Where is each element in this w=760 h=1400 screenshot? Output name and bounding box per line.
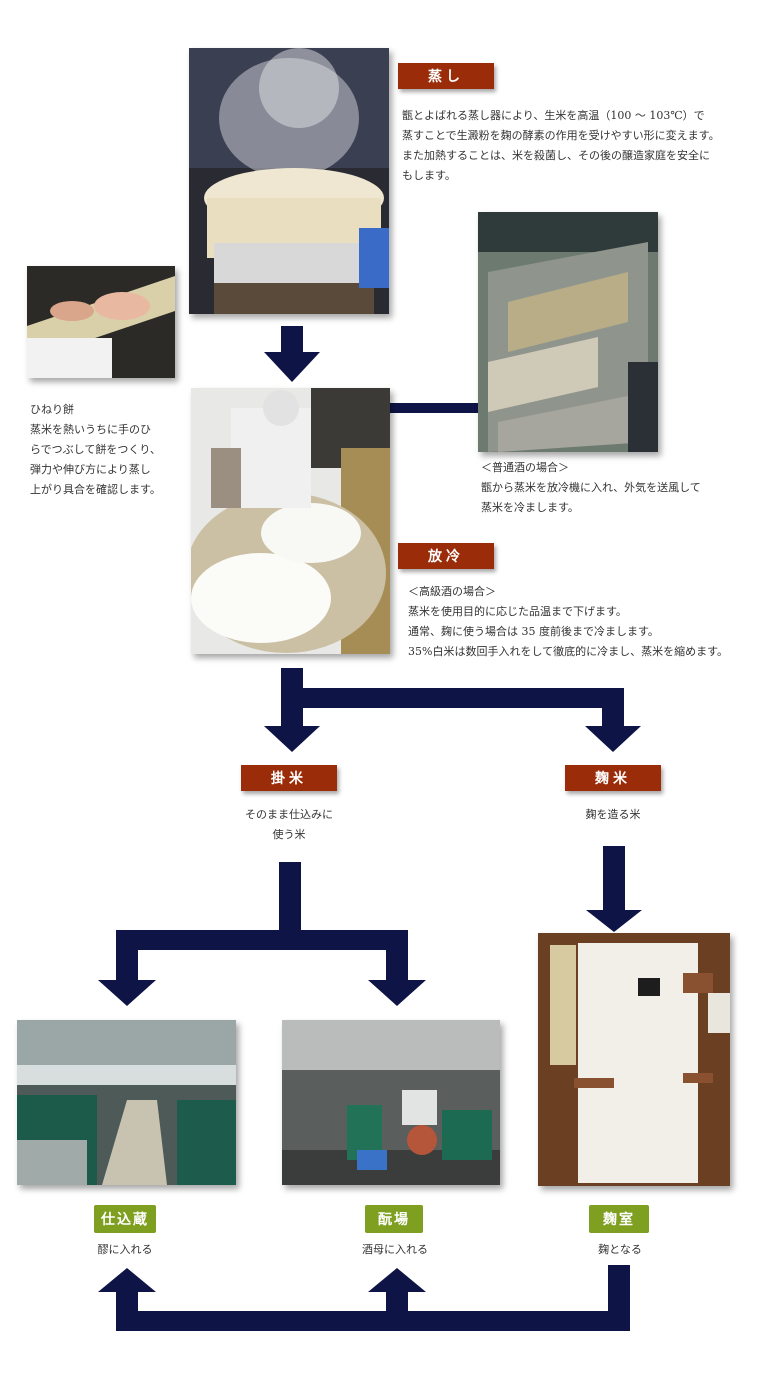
steaming-label-text: 蒸し [428,66,464,86]
kakemai-label: 掛米 [241,765,337,791]
steamer-photo [189,48,389,314]
futsu-line-3: 蒸米を冷まします。 [481,498,701,518]
yeast-starter-room-photo [282,1020,500,1185]
cooling-machine-photo [478,212,658,452]
cooling-line-2: 蒸米を使用目的に応じた品温まで下げます。 [408,602,728,622]
koujimuro-caption: 麹となる [570,1240,670,1260]
steaming-line-3: また加熱することは、米を殺菌し、その後の醸造家庭を安全に [402,146,720,166]
cooling-label-text: 放冷 [428,546,464,566]
futsu-line-2: 甑から蒸米を放冷機に入れ、外気を送風して [481,478,701,498]
shikomigura-label-text: 仕込蔵 [101,1209,149,1229]
motoba-label-text: 酛場 [378,1209,410,1229]
koujimai-label-text: 麹米 [595,768,631,788]
steaming-description: 甑とよばれる蒸し器により、生米を高温（100 ～ 103℃）で 蒸すことで生澱粉… [402,106,720,186]
kakemai-label-text: 掛米 [271,768,307,788]
hineri-description: ひねり餅 蒸米を熱いうちに手のひ らでつぶして餅をつくり、 弾力や伸び方により蒸… [30,400,161,500]
arrow-steam-to-cooling [264,326,320,382]
steaming-line-2: 蒸すことで生澱粉を麹の酵素の作用を受けやすい形に変えます。 [402,126,720,146]
kakemai-line-1: そのまま仕込みに [219,805,359,825]
arrow-koujimai-down [586,846,642,932]
hineri-line-1: 蒸米を熱いうちに手のひ [30,420,161,440]
koujimuro-label-text: 麹室 [603,1209,635,1229]
koji-room-door-photo [538,933,730,1186]
futsu-description: ＜普通酒の場合＞ 甑から蒸米を放冷機に入れ、外気を送風して 蒸米を冷まします。 [481,458,701,518]
cooling-line-3: 通常、麹に使う場合は 35 度前後まで冷まします。 [408,622,728,642]
koujimai-line-1: 麹を造る米 [553,805,673,825]
shikomigura-caption: 醪に入れる [75,1240,175,1260]
arrow-koji-return [98,1265,630,1331]
cooling-description: ＜高級酒の場合＞ 蒸米を使用目的に応じた品温まで下げます。 通常、麹に使う場合は… [408,582,728,662]
hineri-line-4: 上がり具合を確認します。 [30,480,161,500]
hineri-title: ひねり餅 [30,400,161,420]
motoba-caption: 酒母に入れる [340,1240,450,1260]
cooling-line-1: ＜高級酒の場合＞ [408,582,728,602]
hineri-line-2: らでつぶして餅をつくり、 [30,440,161,460]
arrow-cooling-split [264,668,641,752]
kakemai-line-2: 使う米 [219,825,359,845]
connector-to-cooler [390,403,480,413]
koujimai-label: 麹米 [565,765,661,791]
shikomigura-label: 仕込蔵 [94,1205,156,1233]
hands-pressing-rice-photo [27,266,175,378]
motoba-label: 酛場 [365,1205,423,1233]
kakemai-description: そのまま仕込みに 使う米 [219,805,359,845]
hineri-line-3: 弾力や伸び方により蒸し [30,460,161,480]
koujimai-description: 麹を造る米 [553,805,673,825]
steaming-line-1: 甑とよばれる蒸し器により、生米を高温（100 ～ 103℃）で [402,106,720,126]
cooling-line-4: 35%白米は数回手入れをして徹底的に冷まし、蒸米を縮めます。 [408,642,728,662]
arrow-kakemai-split [98,862,426,1006]
steaming-label: 蒸し [398,63,494,89]
futsu-line-1: ＜普通酒の場合＞ [481,458,701,478]
worker-spreading-rice-photo [191,388,390,654]
koujimuro-label: 麹室 [589,1205,649,1233]
fermentation-tanks-photo [17,1020,236,1185]
steaming-line-4: もします。 [402,166,720,186]
cooling-label: 放冷 [398,543,494,569]
